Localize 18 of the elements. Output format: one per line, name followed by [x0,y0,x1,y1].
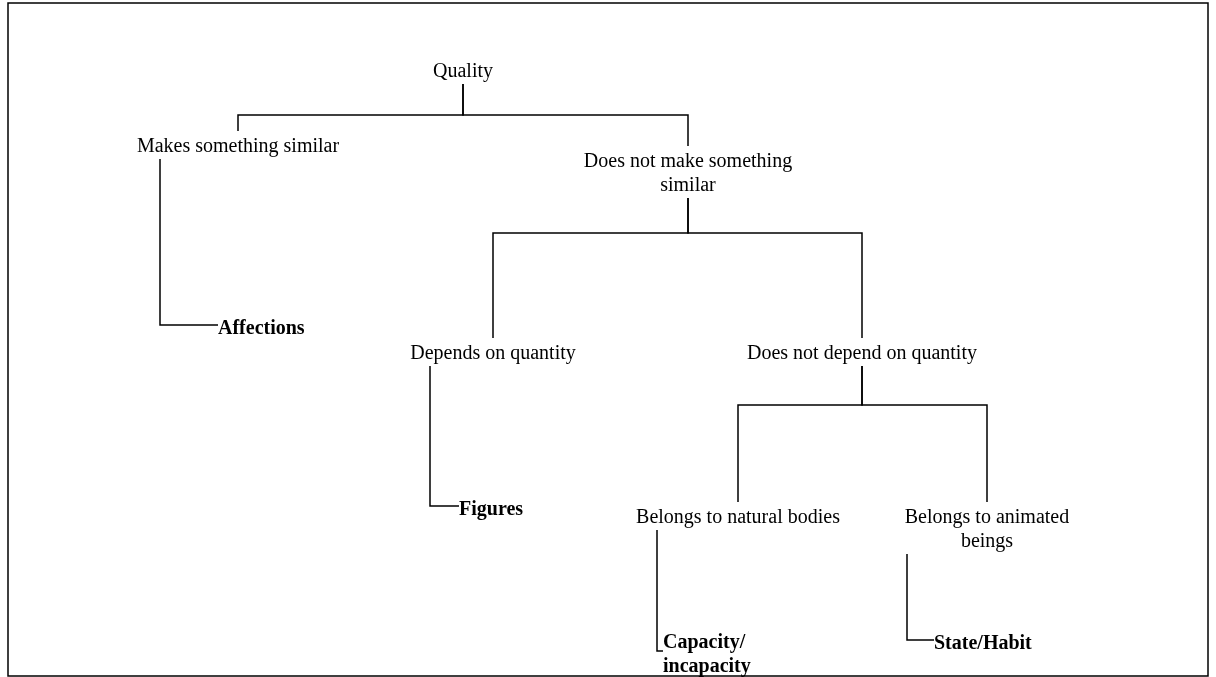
category-label: Belongs to natural bodies [618,502,858,530]
category-label: Quality [403,56,523,84]
tree-elbow-line [656,529,664,652]
tree-elbow-line [906,553,935,641]
category-label: Depends on quantity [393,338,593,366]
tree-branch-line [861,365,988,503]
leaf-category-label: Affections [218,313,348,341]
leaf-category-label: State/Habit [934,628,1064,656]
category-label: Does not make something similar [558,146,818,198]
category-label: Belongs to animated beings [877,502,1097,554]
category-label: Makes something similar [128,131,348,159]
leaf-category-label: Figures [459,494,559,522]
tree-elbow-line [159,158,219,326]
tree-branch-line [687,197,863,339]
category-label: Does not depend on quantity [742,338,982,366]
tree-elbow-line [429,365,460,507]
leaf-category-label: Capacity/ incapacity [663,627,783,677]
tree-branch-line [462,83,689,147]
